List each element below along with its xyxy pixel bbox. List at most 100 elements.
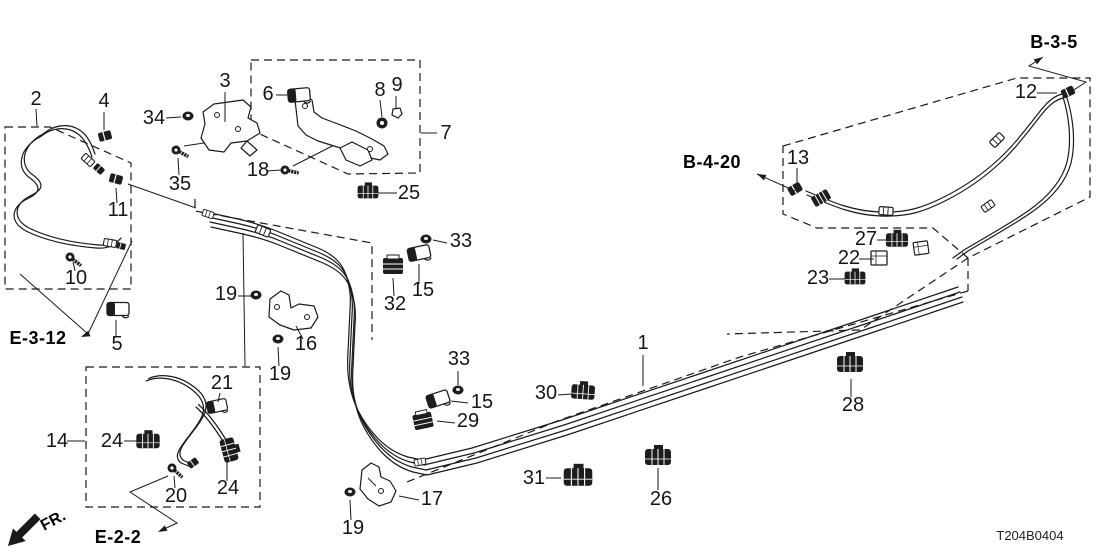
e-2-2-arrowhead-icon (158, 525, 168, 532)
part-5-clamp (106, 301, 130, 319)
part-label-34: 34 (143, 107, 165, 129)
part-15-clamp-a (406, 244, 432, 262)
part-label-18: 18 (247, 159, 269, 181)
part-number-labels: 1 2 3 4 5 6 7 8 9 10 11 12 13 14 15 15 1… (30, 70, 1037, 539)
dashed-box-bracket-assembly (250, 59, 421, 175)
part-6-clamp (287, 87, 312, 104)
ref-label-e-2-2: E-2-2 (95, 527, 142, 547)
part-27-bracket (912, 240, 930, 256)
brackets (200, 95, 397, 507)
hose-end-b (116, 242, 126, 250)
part-21-clamp (205, 398, 229, 414)
ref-label-e-3-12: E-3-12 (9, 328, 66, 348)
part-27-clamp (885, 229, 909, 247)
part-label-30: 30 (535, 382, 557, 404)
part-label-29: 29 (457, 410, 479, 432)
pipe-sleeve-c (878, 206, 894, 216)
part-20-bolt (167, 463, 184, 479)
part-label-14: 14 (46, 430, 68, 452)
part-label-1: 1 (637, 332, 648, 354)
part-label-17: 17 (421, 488, 443, 510)
e-3-12-arrowhead-icon (81, 330, 91, 337)
part-32-damper (383, 254, 403, 274)
part-29-clamp (412, 409, 434, 431)
reference-arrows (19, 56, 1088, 532)
pipe-sleeve-a (254, 224, 272, 238)
part-label-27: 27 (855, 228, 877, 250)
part-label-3: 3 (219, 70, 230, 92)
part-label-5: 5 (111, 333, 122, 355)
part-label-25: 25 (398, 182, 420, 204)
part-24-clamp-b (219, 437, 241, 463)
part-34-nut (182, 111, 194, 121)
part-19-nut-a (250, 290, 262, 300)
part-19-nut-b (272, 334, 284, 344)
bundle-connector (413, 457, 427, 467)
part-22-valve (870, 250, 888, 266)
part-label-13: 13 (787, 147, 809, 169)
part-label-7: 7 (440, 122, 451, 144)
part-label-35: 35 (169, 173, 191, 195)
part-label-9: 9 (391, 74, 402, 96)
ref-label-b-3-5: B-3-5 (1030, 32, 1078, 52)
part-label-15-a: 15 (412, 279, 434, 301)
part-label-32: 32 (384, 293, 406, 315)
part-label-28: 28 (842, 394, 864, 416)
dashed-box-pipe-section (194, 199, 373, 340)
part-18-bolt (280, 165, 299, 175)
part-24-clamp-a (136, 430, 160, 449)
part-31-clamp (563, 463, 593, 486)
e-2-2-leader (128, 475, 179, 532)
part-label-23: 23 (807, 267, 829, 289)
part-label-21: 21 (211, 372, 233, 394)
part-label-11: 11 (108, 199, 129, 221)
ref-label-b-4-20: B-4-20 (683, 152, 741, 172)
part-10-bolt (65, 252, 82, 267)
hose-fitting-b (93, 163, 105, 175)
part-label-19-b: 19 (269, 363, 291, 385)
part-13-fitting (787, 182, 803, 196)
part-label-12: 12 (1015, 81, 1037, 103)
bracket-17 (359, 462, 397, 507)
part-4-grommet (98, 130, 112, 142)
part-label-24-b: 24 (217, 477, 239, 499)
part-13-connector (811, 189, 831, 207)
hose-fitting-a (80, 153, 96, 167)
label-leader-lines (35, 92, 1057, 521)
part-33-nut-b (452, 385, 464, 395)
part-12-nut (1060, 85, 1076, 99)
small-components (65, 85, 1076, 497)
reference-labels: B-3-5 B-4-20 E-3-12 E-2-2 (9, 32, 1077, 547)
assembly-connector-lines (127, 136, 351, 367)
b-3-5-arrowhead-icon (1033, 57, 1043, 65)
part-33-nut-a (420, 234, 432, 244)
dashed-projection-lines (406, 257, 969, 483)
dashed-boxes (4, 59, 1091, 508)
part-26-clamp (645, 445, 671, 465)
part-28-clamp (837, 352, 863, 372)
part-label-2: 2 (30, 88, 41, 110)
part-label-22: 22 (838, 247, 860, 269)
fr-arrow-icon (8, 513, 41, 546)
part-11-grommet (109, 173, 123, 185)
part-label-15-b: 15 (471, 391, 493, 413)
part-label-20: 20 (165, 485, 187, 507)
part-label-31: 31 (523, 467, 545, 489)
hose-end-a (102, 238, 118, 248)
part-label-4: 4 (98, 90, 109, 112)
part-35-bolt (171, 145, 189, 158)
bracket-3 (200, 99, 261, 157)
part-19-nut-c (344, 487, 356, 497)
diagram-code: T204B0404 (996, 528, 1063, 543)
dashed-box-front-hose-assembly (4, 126, 132, 290)
part-label-19-a: 19 (215, 283, 237, 305)
part-9-clip (391, 107, 403, 119)
part-15-clamp-b (425, 389, 452, 409)
pipe-sleeve-d (989, 132, 1005, 148)
part-label-24-a: 24 (101, 430, 123, 452)
part-label-33-a: 33 (450, 230, 472, 252)
bracket-7 (294, 95, 389, 167)
part-23-clamp (844, 268, 866, 285)
